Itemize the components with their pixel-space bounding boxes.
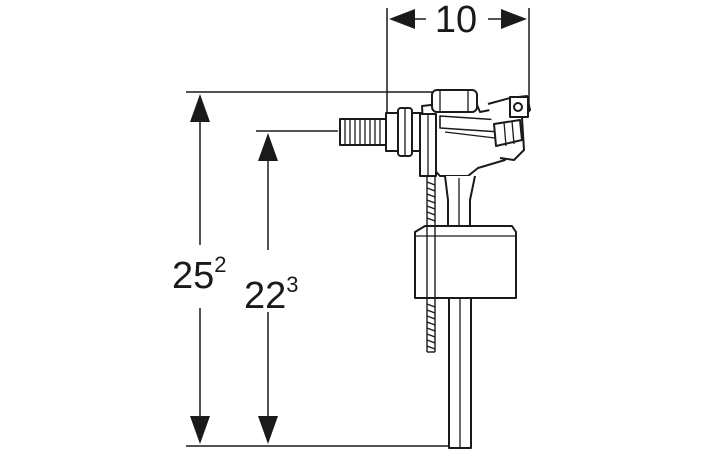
inlet-height-arrow-bottom (258, 416, 278, 444)
threaded-inlet (339, 118, 387, 146)
riser-tube (448, 297, 472, 449)
total-height-label: 252 (172, 252, 227, 297)
inlet-height-label: 223 (244, 272, 299, 317)
width-label: 10 (435, 0, 477, 41)
inlet-height-dimension: 223 (244, 130, 338, 444)
width-arrow-right (501, 9, 527, 29)
width-label-bg (426, 0, 488, 36)
float-chamber (414, 225, 517, 299)
inlet-height-arrow-top (258, 133, 278, 161)
total-height-arrow-bottom (190, 416, 210, 444)
total-height-dimension: 252 (172, 91, 460, 447)
valve-lever (487, 95, 531, 161)
total-height-arrow-top (190, 94, 210, 122)
width-dimension: 10 (386, 0, 530, 150)
adjuster-rod (426, 176, 436, 353)
fill-valve (339, 89, 531, 449)
valve-stem-upper (444, 175, 476, 229)
inlet-nut (385, 107, 423, 157)
guide-tube (419, 113, 437, 177)
width-arrow-left (389, 9, 415, 29)
